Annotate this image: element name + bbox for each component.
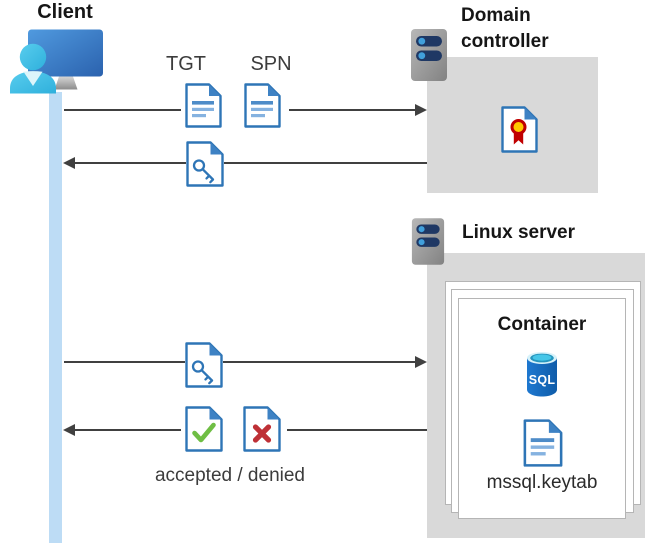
arrow-left-icon: [63, 424, 75, 436]
spn-document-icon: [244, 83, 281, 128]
arrow-dc-to-client-line: [74, 162, 427, 164]
tgt-document-icon: [185, 83, 222, 128]
keytab-document-icon: [523, 419, 563, 467]
ticket-key-document-icon: [186, 141, 224, 187]
keytab-label: mssql.keytab: [486, 472, 598, 493]
ticket-key-document-icon: [185, 342, 223, 388]
sql-database-icon: SQL: [525, 351, 559, 397]
container-label: Container: [497, 314, 587, 335]
arrow-right-icon: [415, 104, 427, 116]
certificate-document-icon: [501, 106, 538, 153]
domain-controller-label: Domain controller: [461, 5, 549, 52]
client-label: Client: [37, 1, 93, 23]
client-user-monitor-icon: [6, 26, 106, 96]
accepted-check-document-icon: [185, 406, 223, 452]
arrow-right-icon: [415, 356, 427, 368]
client-lifeline: [49, 92, 62, 543]
tgt-label: TGT: [166, 53, 206, 75]
accepted-denied-label: accepted / denied: [154, 465, 305, 486]
linux-server-label: Linux server: [462, 222, 575, 243]
denied-cross-document-icon: [243, 406, 281, 452]
sql-text: SQL: [529, 373, 556, 387]
domain-controller-server-icon: [410, 28, 448, 82]
arrow-client-to-linux-line: [64, 361, 416, 363]
linux-server-server-icon: [411, 215, 445, 268]
arrow-left-icon: [63, 157, 75, 169]
spn-label: SPN: [250, 53, 292, 75]
container-card: Container SQL mssql.keytab: [458, 298, 626, 519]
